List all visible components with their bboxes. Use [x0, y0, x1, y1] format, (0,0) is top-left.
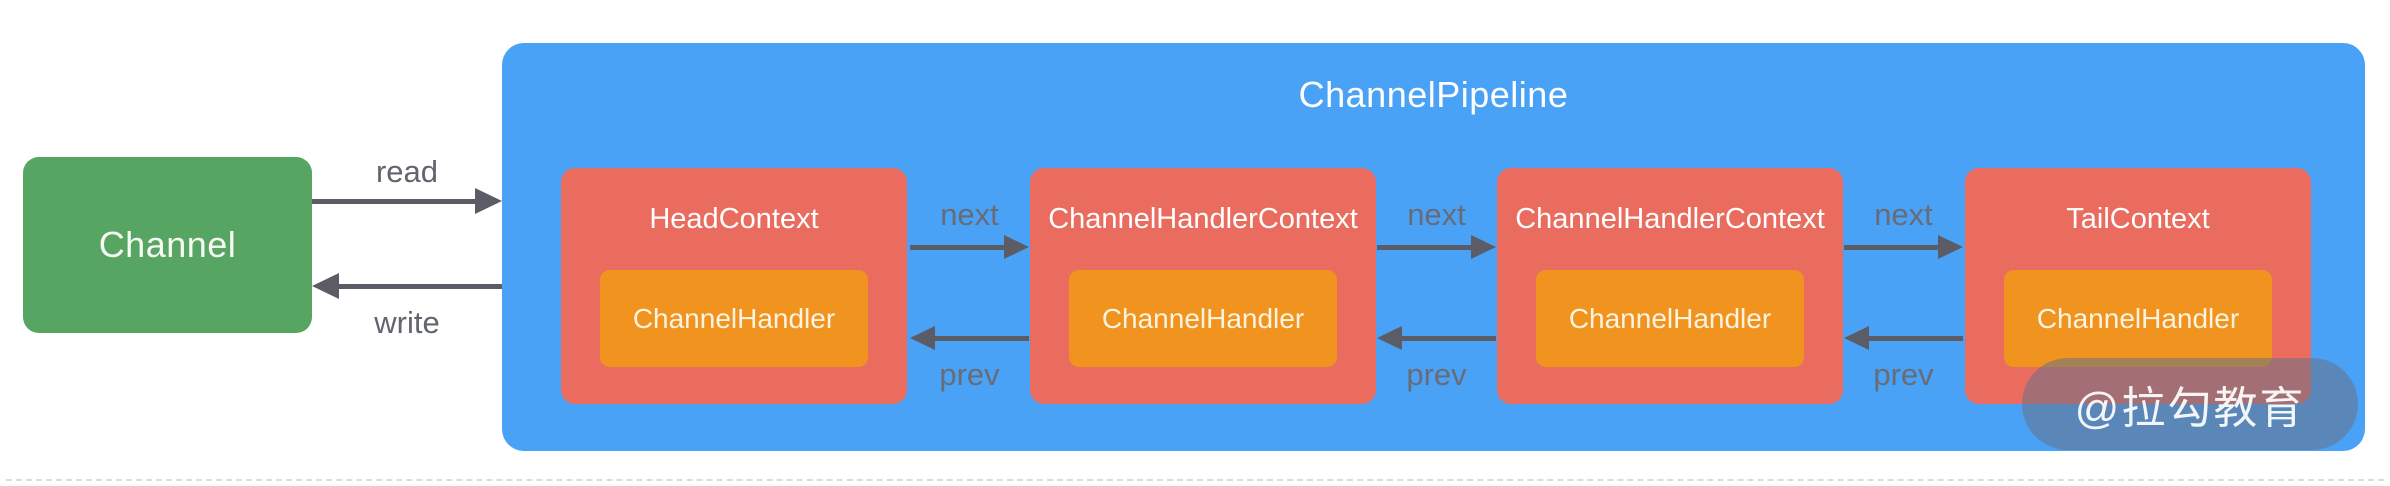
next-arrow-label: next	[1874, 197, 1933, 232]
channel-handler-node: ChannelHandler	[1536, 270, 1804, 367]
read-arrowhead-icon	[475, 188, 502, 214]
prev-arrowhead-icon	[910, 326, 935, 350]
channel-node: Channel	[23, 157, 312, 333]
prev-arrow-line	[935, 336, 1029, 341]
prev-arrow-line	[1869, 336, 1963, 341]
watermark-badge: @拉勾教育	[2022, 358, 2358, 450]
write-arrowhead-icon	[312, 273, 339, 299]
write-arrow-label: write	[374, 305, 440, 340]
page-edge-dashed-line	[6, 479, 2384, 481]
link-arrows-2: next prev	[1375, 43, 1498, 451]
channel-handler-label: ChannelHandler	[1568, 302, 1772, 334]
context-title: HeadContext	[649, 202, 819, 235]
channel-handler-node: ChannelHandler	[600, 270, 868, 367]
channel-pipeline-container: ChannelPipeline HeadContext ChannelHandl…	[502, 43, 2365, 451]
next-arrow-line	[1844, 245, 1938, 250]
context-node-2: ChannelHandlerContext ChannelHandler	[1030, 168, 1376, 404]
watermark-text: @拉勾教育	[2074, 384, 2306, 433]
link-arrows-3: next prev	[1842, 43, 1965, 451]
prev-arrow-label: prev	[1873, 357, 1934, 392]
link-arrows-1: next prev	[908, 43, 1031, 451]
write-arrow-line	[339, 284, 502, 289]
next-arrow-label: next	[1407, 197, 1466, 232]
next-arrowhead-icon	[1004, 235, 1029, 259]
prev-arrowhead-icon	[1844, 326, 1869, 350]
channel-handler-node: ChannelHandler	[1069, 270, 1337, 367]
context-title: ChannelHandlerContext	[1515, 202, 1825, 235]
channel-handler-node: ChannelHandler	[2004, 270, 2272, 367]
channel-handler-label: ChannelHandler	[632, 302, 836, 334]
context-node-head: HeadContext ChannelHandler	[561, 168, 907, 404]
read-arrow-label: read	[375, 154, 439, 189]
next-arrow-line	[910, 245, 1004, 250]
next-arrow-label: next	[940, 197, 999, 232]
next-arrowhead-icon	[1471, 235, 1496, 259]
context-node-tail: TailContext ChannelHandler	[1965, 168, 2311, 404]
prev-arrow-label: prev	[939, 357, 1000, 392]
context-title: ChannelHandlerContext	[1048, 202, 1358, 235]
context-node-3: ChannelHandlerContext ChannelHandler	[1497, 168, 1843, 404]
next-arrowhead-icon	[1938, 235, 1963, 259]
prev-arrowhead-icon	[1377, 326, 1402, 350]
prev-arrow-line	[1402, 336, 1496, 341]
channel-handler-label: ChannelHandler	[1101, 302, 1305, 334]
next-arrow-line	[1377, 245, 1471, 250]
pipeline-title: ChannelPipeline	[1298, 74, 1569, 115]
channel-handler-label: ChannelHandler	[2036, 302, 2240, 334]
channel-label: Channel	[98, 224, 237, 265]
context-title: TailContext	[2066, 202, 2210, 235]
read-arrow-line	[312, 199, 475, 204]
prev-arrow-label: prev	[1406, 357, 1467, 392]
